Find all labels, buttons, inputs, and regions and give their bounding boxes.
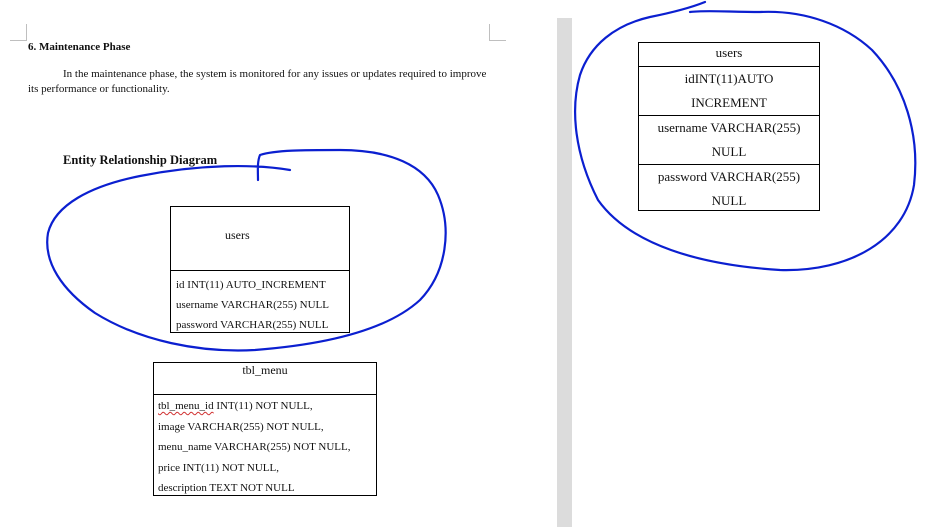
page-gutter	[557, 18, 572, 527]
cell-line: NULL	[711, 144, 747, 159]
users-entity-table-right[interactable]: users idINT(11)AUTO INCREMENT username V…	[638, 42, 820, 211]
tbl-menu-entity-fields: tbl_menu_id INT(11) NOT NULL, image VARC…	[154, 395, 376, 499]
users-entity-table[interactable]: users id INT(11) AUTO_INCREMENT username…	[170, 206, 350, 333]
tbl-menu-entity-title: tbl_menu	[242, 363, 288, 377]
erd-heading[interactable]: Entity Relationship Diagram	[63, 153, 218, 167]
section-heading[interactable]: 6. Maintenance Phase	[28, 41, 131, 53]
tbl-menu-entity-table[interactable]: tbl_menu tbl_menu_id INT(11) NOT NULL, i…	[153, 362, 377, 496]
field-row: description TEXT NOT NULL	[158, 482, 295, 494]
crop-mark-left	[10, 24, 27, 41]
field-row: username VARCHAR(255) NULL	[176, 299, 329, 311]
users-right-title: users	[639, 43, 819, 67]
cell-line: password VARCHAR(255)	[657, 169, 801, 184]
spellcheck-flagged-word[interactable]: tbl_menu_id	[158, 400, 214, 412]
page-gap-top	[557, 0, 572, 18]
users-entity-fields: id INT(11) AUTO_INCREMENT username VARCH…	[171, 271, 349, 335]
cell-line: username VARCHAR(255)	[657, 120, 801, 135]
cell-line: INCREMENT	[691, 95, 767, 110]
users-right-cell-id: idINT(11)AUTO INCREMENT	[639, 67, 819, 116]
field-row: password VARCHAR(255) NULL	[176, 319, 329, 331]
users-entity-header: users	[171, 207, 349, 271]
field-row: id INT(11) AUTO_INCREMENT	[176, 279, 326, 291]
body-paragraph[interactable]: In the maintenance phase, the system is …	[28, 68, 487, 95]
field-row: price INT(11) NOT NULL,	[158, 461, 279, 474]
field-row: tbl_menu_id INT(11) NOT NULL,	[158, 396, 376, 417]
cell-line: idINT(11)AUTO	[684, 71, 774, 86]
crop-mark-right	[489, 24, 506, 41]
tbl-menu-entity-header: tbl_menu	[154, 363, 376, 395]
field-row-rest: INT(11) NOT NULL,	[213, 400, 313, 412]
users-entity-title: users	[225, 228, 250, 242]
field-row: image VARCHAR(255) NOT NULL,	[158, 420, 324, 433]
field-row: menu_name VARCHAR(255) NOT NULL,	[158, 441, 351, 453]
cell-line: NULL	[711, 193, 747, 208]
users-right-cell-username: username VARCHAR(255) NULL	[639, 116, 819, 165]
users-right-cell-password: password VARCHAR(255) NULL	[639, 165, 819, 213]
